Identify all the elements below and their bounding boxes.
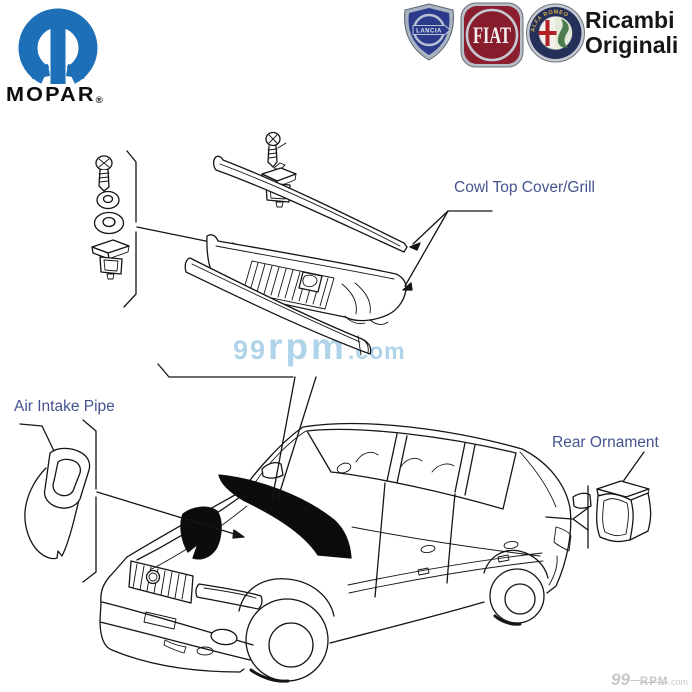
screw-icon	[95, 155, 113, 192]
alfa-romeo-logo-icon: ALFA ROMEO	[526, 3, 585, 63]
arrowhead	[402, 282, 413, 291]
air-intake-pipe-part	[19, 419, 245, 583]
clip-icon	[261, 162, 297, 208]
hood-cover-highlight	[180, 506, 222, 560]
washer-icon	[96, 190, 120, 210]
tagline-line2: Originali	[585, 32, 679, 58]
car-cowl-leaders	[157, 363, 317, 501]
leader-line	[19, 423, 55, 452]
mopar-logo: MOPAR®	[6, 4, 116, 110]
leader-line	[136, 226, 241, 249]
tagline-line1: Ricambi	[585, 7, 675, 33]
label-rear-ornament: Rear Ornament	[552, 434, 659, 451]
leader-line	[545, 516, 573, 520]
leader-line	[96, 491, 242, 537]
bracket-line	[126, 150, 137, 223]
cowl-cover-highlight	[218, 474, 352, 559]
arrow-pointer	[572, 507, 589, 531]
svg-text:FIAT: FIAT	[473, 23, 511, 48]
bracket-line	[123, 231, 137, 308]
clip-icon	[91, 239, 130, 280]
watermark-99rpm-center: 99rpm.com	[233, 326, 406, 367]
hardware-column	[91, 150, 244, 308]
tagline-ricambi-originali: Ricambi Originali	[585, 8, 692, 58]
bracket-line	[82, 496, 97, 583]
registered-mark: ®	[95, 95, 103, 105]
leader-line	[621, 451, 645, 484]
label-air-intake-pipe: Air Intake Pipe	[14, 398, 115, 415]
arrowhead	[232, 529, 245, 539]
washer-icon	[93, 211, 125, 235]
fiat-logo-icon: FIAT	[460, 2, 524, 68]
label-cowl-top-cover: Cowl Top Cover/Grill	[454, 179, 595, 196]
screw-icon	[265, 131, 287, 168]
mopar-wordmark: MOPAR®	[6, 84, 103, 106]
arrowhead	[409, 242, 421, 251]
arrowhead	[232, 242, 244, 252]
bracket-line	[82, 419, 97, 490]
svg-text:LANCIA: LANCIA	[416, 29, 442, 35]
mopar-omega-icon	[18, 8, 98, 88]
panel-fasteners	[261, 131, 297, 208]
car-illustration	[99, 422, 592, 683]
rear-ornament-part	[545, 451, 652, 549]
cowl-label-leaders	[402, 210, 493, 291]
lancia-logo-icon: LANCIA	[404, 3, 454, 61]
